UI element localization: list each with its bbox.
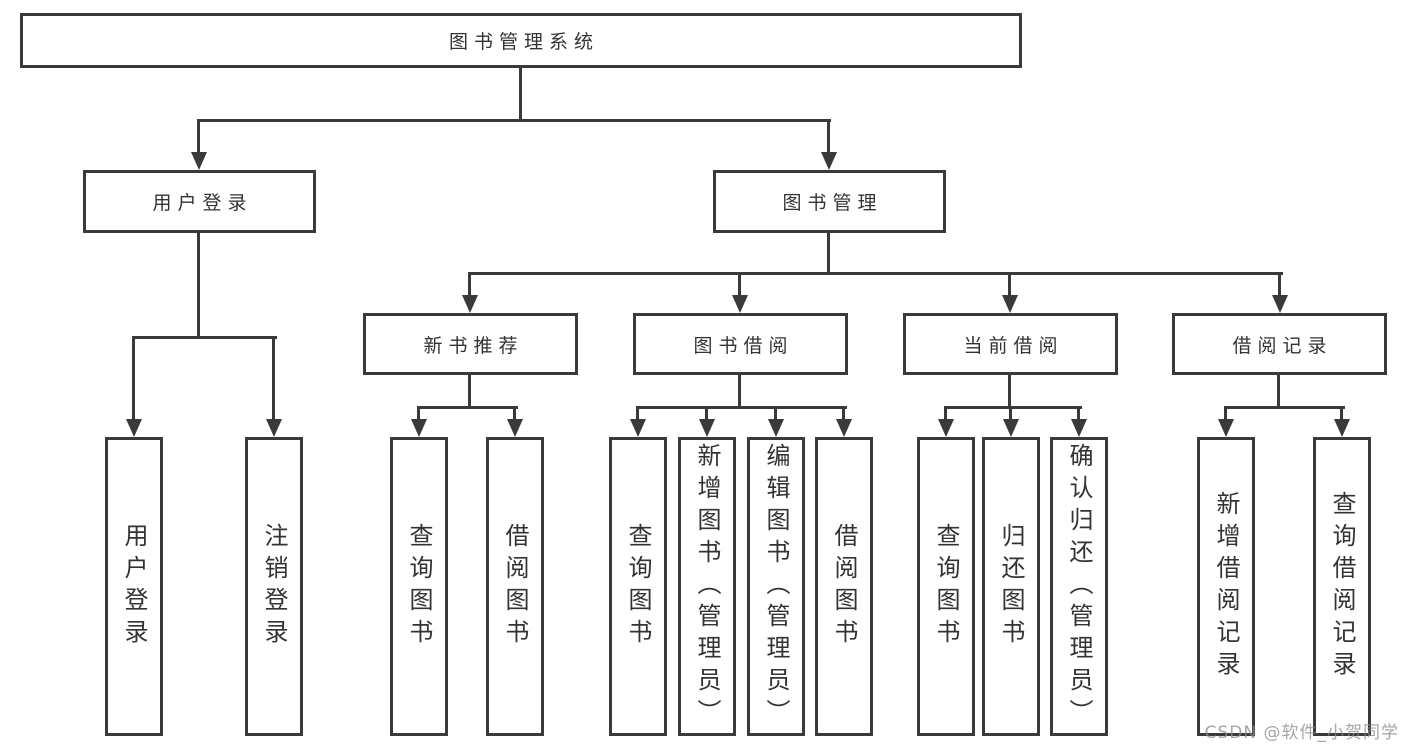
connector-vline [1009, 406, 1012, 419]
connector-hline [197, 119, 831, 122]
connector-arrowhead [630, 419, 646, 437]
connector-vline [519, 68, 522, 119]
connector-hline [636, 406, 847, 409]
connector-hline [468, 272, 1283, 275]
connector-arrowhead [821, 152, 837, 170]
leaf-borrow-books-borrowing: 借阅图书 [815, 437, 873, 736]
connector-arrowhead [938, 419, 954, 437]
connector-arrowhead [1003, 419, 1019, 437]
connector-vline [1277, 374, 1280, 406]
connector-arrowhead [462, 295, 478, 313]
node-label: 新增借阅记录 [1212, 490, 1240, 683]
node-book-borrowing: 图书借阅 [633, 313, 848, 375]
connector-vline [738, 374, 741, 406]
leaf-edit-book-admin: 编辑图书（管理员） [747, 437, 805, 736]
connector-arrowhead [191, 152, 207, 170]
node-label: 注销登录 [260, 522, 288, 651]
node-current-borrowing: 当前借阅 [903, 313, 1118, 375]
node-label: 当前借阅 [963, 334, 1064, 357]
node-label: 图书管理 [782, 192, 883, 214]
node-label: 图书管理系统 [448, 31, 599, 53]
node-label: 查询借阅记录 [1328, 490, 1356, 683]
connector-hline [132, 336, 277, 339]
connector-vline [944, 406, 947, 419]
connector-arrowhead [1334, 419, 1350, 437]
connector-arrowhead [1002, 295, 1018, 313]
watermark: CSDN @软件_小贺同学 [1204, 723, 1399, 743]
leaf-user-login: 用户登录 [105, 437, 163, 736]
leaf-query-books-current: 查询图书 [917, 437, 975, 736]
connector-vline [272, 336, 275, 419]
connector-vline [468, 272, 471, 295]
node-label: 用户登录 [152, 192, 253, 214]
connector-arrowhead [1218, 419, 1234, 437]
node-label: 借阅记录 [1232, 334, 1333, 357]
connector-vline [513, 406, 516, 419]
connector-vline [1340, 406, 1343, 419]
node-label: 编辑图书（管理员） [762, 442, 790, 731]
connector-vline [417, 406, 420, 419]
connector-vline [1008, 272, 1011, 295]
connector-vline [197, 232, 200, 336]
node-label: 查询图书 [624, 522, 652, 651]
connector-hline [944, 406, 1082, 409]
node-library-system: 图书管理系统 [20, 13, 1022, 68]
node-label: 查询图书 [405, 522, 433, 651]
connector-arrowhead [836, 419, 852, 437]
node-label: 图书借阅 [693, 334, 794, 357]
connector-arrowhead [732, 295, 748, 313]
connector-vline [827, 232, 830, 272]
leaf-confirm-return-admin: 确认归还（管理员） [1050, 437, 1108, 736]
connector-vline [132, 336, 135, 419]
connector-vline [842, 406, 845, 419]
connector-arrowhead [266, 419, 282, 437]
connector-vline [197, 119, 200, 152]
connector-arrowhead [1071, 419, 1087, 437]
connector-vline [636, 406, 639, 419]
leaf-add-borrow-record: 新增借阅记录 [1197, 437, 1255, 736]
node-label: 用户登录 [120, 522, 148, 651]
connector-arrowhead [699, 419, 715, 437]
connector-vline [827, 119, 830, 152]
node-user-login: 用户登录 [83, 170, 316, 233]
connector-vline [774, 406, 777, 419]
leaf-add-book-admin: 新增图书（管理员） [678, 437, 736, 736]
node-label: 借阅图书 [501, 522, 529, 651]
connector-arrowhead [768, 419, 784, 437]
leaf-query-borrow-record: 查询借阅记录 [1313, 437, 1371, 736]
node-label: 查询图书 [932, 522, 960, 651]
leaf-query-books-borrowing: 查询图书 [609, 437, 667, 736]
leaf-logout: 注销登录 [245, 437, 303, 736]
node-label: 确认归还（管理员） [1065, 442, 1093, 731]
connector-vline [738, 272, 741, 295]
node-label: 借阅图书 [830, 522, 858, 651]
leaf-borrow-books-recommend: 借阅图书 [486, 437, 544, 736]
node-label: 归还图书 [997, 522, 1025, 651]
connector-arrowhead [126, 419, 142, 437]
connector-vline [468, 374, 471, 406]
connector-vline [1278, 272, 1281, 295]
leaf-return-books: 归还图书 [982, 437, 1040, 736]
node-label: 新增图书（管理员） [693, 442, 721, 731]
connector-vline [1224, 406, 1227, 419]
connector-vline [1077, 406, 1080, 419]
connector-arrowhead [411, 419, 427, 437]
connector-vline [705, 406, 708, 419]
node-borrowing-records: 借阅记录 [1172, 313, 1387, 375]
connector-arrowhead [1272, 295, 1288, 313]
connector-vline [1008, 374, 1011, 406]
leaf-query-books-recommend: 查询图书 [390, 437, 448, 736]
connector-hline [417, 406, 518, 409]
node-book-management: 图书管理 [713, 170, 946, 233]
connector-arrowhead [507, 419, 523, 437]
node-new-book-recommendation: 新书推荐 [363, 313, 578, 375]
node-label: 新书推荐 [423, 334, 524, 357]
connector-hline [1224, 406, 1345, 409]
